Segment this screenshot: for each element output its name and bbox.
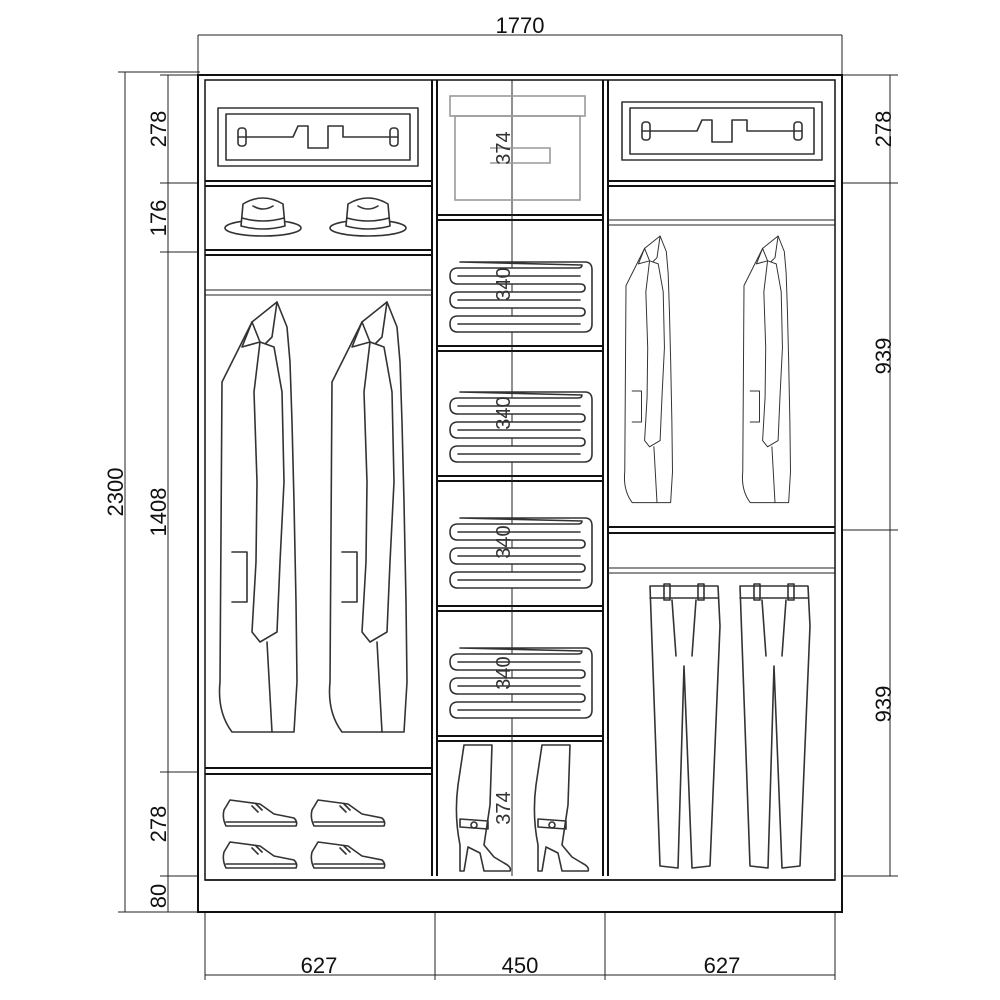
folded-clothes-icon [449,647,593,719]
left-dim-2: 1408 [146,488,171,537]
middle-column-items [449,95,593,872]
column-width-1: 450 [502,953,539,978]
wardrobe-body [197,74,843,913]
dimension-lines [118,34,898,980]
right-dim-0: 278 [871,111,896,148]
jacket-icon [328,301,408,733]
middle-dim-3: 340 [493,525,515,558]
suitcase-icon [621,101,823,161]
suitcase-icon [217,107,419,167]
column-width-2: 627 [704,953,741,978]
left-dim-4: 80 [146,884,171,908]
total-width-label: 1770 [496,13,545,38]
folded-clothes-icon [449,261,593,333]
middle-dim-2: 340 [493,396,515,429]
jacket-icon [741,235,791,504]
left-dim-0: 278 [146,111,171,148]
folded-clothes-icon [449,391,593,463]
storage-box-icon [449,95,586,201]
dimension-labels: 1770 2300 278 176 1408 278 80 278 939 93… [103,13,896,978]
total-height-label: 2300 [103,468,128,517]
middle-dim-1: 340 [493,267,515,300]
folded-clothes-icon [449,517,593,589]
middle-dim-4: 340 [493,656,515,689]
right-dim-1: 939 [871,338,896,375]
left-dim-1: 176 [146,200,171,237]
column-width-0: 627 [301,953,338,978]
middle-dim-5: 374 [493,791,515,824]
jacket-icon [623,235,673,504]
middle-dim-0: 374 [493,131,515,164]
left-dim-3: 278 [146,806,171,843]
right-dim-2: 939 [871,686,896,723]
jacket-icon [218,301,298,733]
